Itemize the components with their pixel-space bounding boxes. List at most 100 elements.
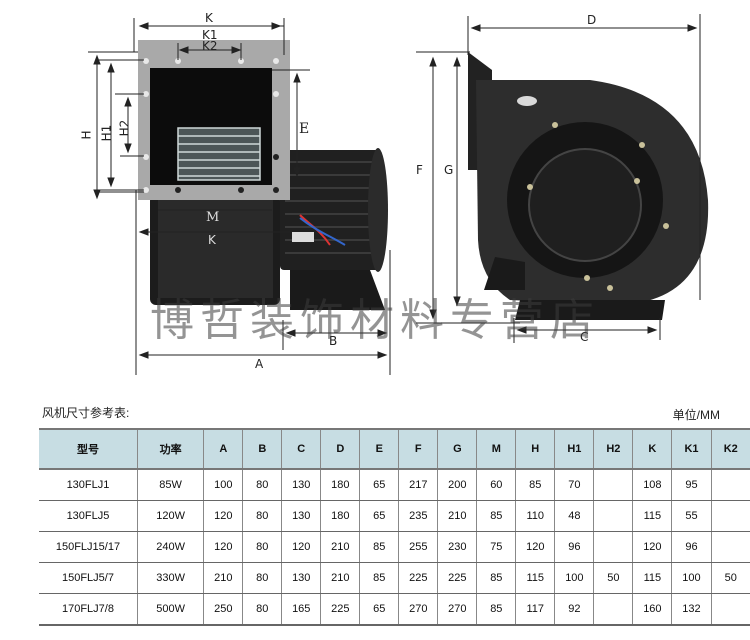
header-power: 功率: [136, 428, 205, 470]
cell-h2: [593, 469, 634, 501]
dimension-label-b: B: [329, 334, 338, 348]
cell-g: 270: [437, 593, 478, 626]
cell-h2: [593, 593, 634, 626]
cell-power: 500W: [136, 593, 205, 626]
cell-h1: 48: [554, 500, 595, 532]
cell-h1: 96: [554, 531, 595, 563]
dimension-label-d: D: [587, 13, 597, 27]
shop-watermark: 博哲装饰材料专营店: [150, 295, 600, 346]
header-h2: H2: [593, 428, 634, 470]
cell-k: 120: [632, 531, 673, 563]
cell-power: 240W: [136, 531, 205, 563]
cell-model: 170FLJ7/8: [39, 593, 138, 626]
cell-a: 210: [203, 562, 244, 594]
cell-h2: [593, 500, 634, 532]
table-row: 170FLJ7/8 500W 250 80 165 225 65 270 270…: [39, 593, 750, 626]
dimension-label-k: K: [205, 11, 213, 25]
cell-b: 80: [242, 500, 283, 532]
cell-h1: 70: [554, 469, 595, 501]
cell-power: 120W: [136, 500, 205, 532]
cell-m: 85: [476, 593, 517, 626]
cell-power: 330W: [136, 562, 205, 594]
cell-a: 100: [203, 469, 244, 501]
cell-e: 85: [359, 562, 400, 594]
cell-d: 180: [320, 500, 361, 532]
table-row: 150FLJ15/17 240W 120 80 120 210 85 255 2…: [39, 531, 750, 563]
header-m: M: [476, 428, 517, 470]
cell-b: 80: [242, 469, 283, 501]
header-k2: K2: [710, 428, 750, 470]
dimension-label-f: F: [416, 163, 423, 177]
cell-m: 85: [476, 562, 517, 594]
cell-k2: [710, 593, 750, 626]
cell-model: 150FLJ15/17: [39, 531, 138, 563]
dimension-label-m: M: [206, 210, 220, 225]
blower-drawing: [88, 14, 709, 375]
table-row: 150FLJ5/7 330W 210 80 130 210 85 225 225…: [39, 562, 750, 594]
cell-k2: [710, 469, 750, 501]
cell-c: 165: [281, 593, 322, 626]
dimension-label-k-side: K: [208, 233, 216, 247]
dimension-label-c: C: [580, 330, 589, 344]
fan-dimension-table: 型号 功率 A B C D E F G M H H1 H2 K K1 K2 13…: [39, 428, 750, 626]
cell-k1: 55: [671, 500, 712, 532]
header-h1: H1: [554, 428, 595, 470]
cell-k: 160: [632, 593, 673, 626]
cell-a: 250: [203, 593, 244, 626]
dimension-label-k2: K2: [202, 39, 218, 53]
cell-e: 65: [359, 500, 400, 532]
cell-k2: 50: [710, 562, 750, 594]
cell-c: 130: [281, 469, 322, 501]
cell-model: 150FLJ5/7: [39, 562, 138, 594]
dimension-label-h1: H1: [99, 124, 114, 142]
header-k: K: [632, 428, 673, 470]
cell-d: 180: [320, 469, 361, 501]
cell-e: 85: [359, 531, 400, 563]
cell-f: 270: [398, 593, 439, 626]
cell-c: 130: [281, 500, 322, 532]
table-header-row: 型号 功率 A B C D E F G M H H1 H2 K K1 K2: [39, 428, 750, 470]
dimension-label-h2: H2: [117, 119, 132, 137]
cell-g: 210: [437, 500, 478, 532]
cell-a: 120: [203, 500, 244, 532]
cell-d: 210: [320, 562, 361, 594]
cell-power: 85W: [136, 469, 205, 501]
header-d: D: [320, 428, 361, 470]
cell-f: 235: [398, 500, 439, 532]
cell-g: 230: [437, 531, 478, 563]
cell-h: 115: [515, 562, 556, 594]
cell-h: 120: [515, 531, 556, 563]
cell-d: 210: [320, 531, 361, 563]
cell-a: 120: [203, 531, 244, 563]
cell-b: 80: [242, 593, 283, 626]
cell-m: 60: [476, 469, 517, 501]
cell-k1: 95: [671, 469, 712, 501]
cell-e: 65: [359, 469, 400, 501]
cell-k2: [710, 531, 750, 563]
cell-h: 117: [515, 593, 556, 626]
blower-dimension-diagram: K K1 K2 H H1 H2 E M K B A D F G C 博哲装饰材料…: [80, 11, 709, 375]
cell-f: 217: [398, 469, 439, 501]
header-e: E: [359, 428, 400, 470]
cell-model: 130FLJ5: [39, 500, 138, 532]
cell-f: 255: [398, 531, 439, 563]
cell-k2: [710, 500, 750, 532]
cell-k1: 132: [671, 593, 712, 626]
dimension-label-k1: K1: [202, 28, 218, 42]
cell-k: 108: [632, 469, 673, 501]
cell-k1: 96: [671, 531, 712, 563]
cell-f: 225: [398, 562, 439, 594]
cell-h1: 92: [554, 593, 595, 626]
cell-c: 120: [281, 531, 322, 563]
cell-e: 65: [359, 593, 400, 626]
dimension-label-g: G: [444, 163, 454, 177]
header-h: H: [515, 428, 556, 470]
cell-k: 115: [632, 562, 673, 594]
cell-h: 85: [515, 469, 556, 501]
table-caption: 风机尺寸参考表:: [42, 406, 130, 420]
table-row: 130FLJ1 85W 100 80 130 180 65 217 200 60…: [39, 469, 750, 501]
cell-model: 130FLJ1: [39, 469, 138, 501]
unit-label: 单位/MM: [672, 408, 720, 422]
dimension-label-e: E: [299, 121, 310, 137]
dimension-label-a: A: [255, 357, 264, 371]
